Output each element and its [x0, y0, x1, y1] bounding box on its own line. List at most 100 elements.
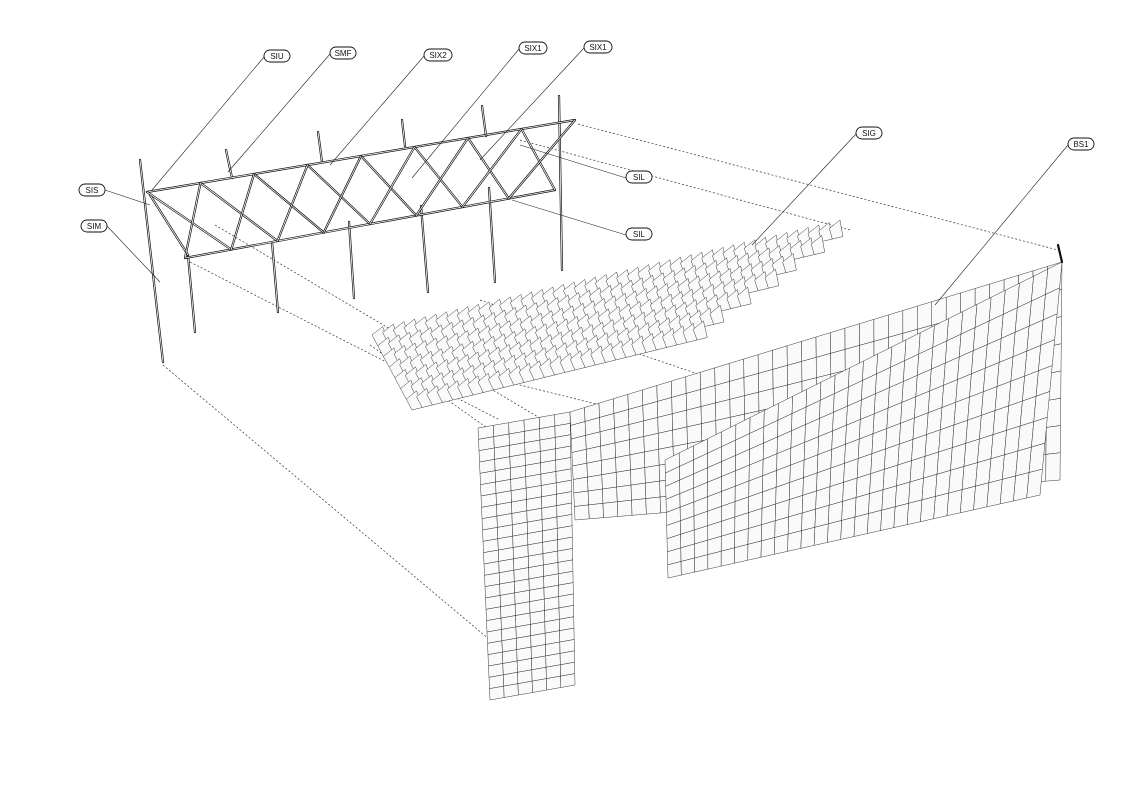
wall-cell [800, 526, 816, 549]
wall-cell [734, 544, 749, 564]
wall-cell [631, 498, 647, 516]
wall-cell [893, 503, 909, 528]
wall-cell [880, 506, 896, 531]
wall-cell [841, 497, 857, 521]
wall-cell [1026, 468, 1043, 499]
tag-smf-label: SMF [335, 49, 352, 58]
wall-cell [963, 438, 980, 467]
wall-cell [787, 361, 803, 386]
wall-cell [572, 476, 589, 494]
guide-line-4 [577, 123, 1059, 251]
wall-cell [707, 550, 722, 570]
wall-cell [815, 332, 831, 358]
wall-cell [602, 486, 618, 504]
leader-line-4 [479, 47, 585, 161]
wall-cell [686, 423, 703, 444]
wall-cell [935, 470, 951, 497]
wall-cell [601, 472, 617, 490]
wall-cell [602, 501, 619, 518]
wall-cell [747, 540, 762, 561]
tag-bs1-label: BS1 [1073, 140, 1089, 149]
wall-cell [729, 395, 745, 418]
wall-cell [828, 501, 843, 525]
wall-cell [600, 442, 616, 461]
wall-cell [658, 429, 674, 450]
wall-cell [888, 310, 904, 338]
wall-cell [560, 673, 576, 688]
wall-cell [720, 547, 735, 567]
frame-post-5 [347, 220, 356, 300]
grid-cell [709, 304, 725, 325]
wall-cell [801, 336, 817, 362]
wall-cell [744, 391, 760, 415]
wall-cell [986, 479, 1003, 508]
tag-sim: SIM [80, 219, 108, 233]
wall-cell [645, 496, 661, 515]
wall-cell [867, 509, 883, 534]
wall-cell [615, 469, 632, 488]
wall-cell [920, 496, 936, 522]
wall-cell [961, 462, 978, 490]
wall-cell [615, 454, 631, 473]
wall-cell [917, 301, 932, 330]
leader-line-9 [104, 189, 151, 206]
wall-cell [644, 448, 660, 468]
wall-cell [787, 530, 802, 552]
wall-cell [973, 482, 990, 511]
wall-cell [729, 377, 745, 400]
wall-cell [700, 402, 717, 424]
wall-cell [686, 406, 702, 428]
wall-cell [868, 489, 884, 514]
frame-diagonal-b-7 [461, 127, 523, 209]
frame-diagonal-b-6 [415, 136, 470, 217]
component-tags: SIU SMF SIX2 SIX1 SIX1 SIG BS1 SIL [78, 40, 1095, 241]
wall-cell [531, 678, 547, 693]
wall-cell [990, 430, 1007, 460]
tag-sil-2: SIL [625, 227, 653, 241]
grid-cell [782, 253, 797, 273]
frame-post-9 [487, 186, 497, 284]
frame-post-10 [557, 94, 564, 272]
leader-line-6 [511, 199, 627, 236]
wall-cell [854, 493, 870, 518]
leader-line-2 [329, 55, 425, 166]
wall-cell [503, 683, 519, 698]
frame-diagonal-a-2 [252, 172, 325, 234]
tag-sig-label: SIG [862, 129, 876, 138]
wall-cell [715, 399, 731, 421]
wall-cell [946, 489, 963, 517]
wall-cell [517, 680, 533, 696]
leader-line-10 [106, 225, 161, 283]
wall-cell [774, 533, 789, 555]
frame-post-4 [316, 130, 324, 164]
leader-line-1 [227, 53, 331, 173]
wall-cell [1045, 425, 1061, 455]
tag-sil-1-label: SIL [633, 173, 646, 182]
frame-post-1 [186, 253, 197, 334]
tag-six1-a-label: SIX1 [524, 44, 542, 53]
wall-cell [960, 485, 976, 514]
frame-diagonal-a-5 [413, 145, 464, 209]
tag-six2: SIX2 [423, 48, 453, 62]
wall-cell [645, 480, 661, 499]
tag-sil-2-label: SIL [633, 230, 646, 239]
frame-end-brace [148, 193, 190, 257]
wall-cell [906, 499, 923, 525]
wall-end-cap [1056, 243, 1064, 264]
wall-cell [643, 433, 659, 453]
frame-diagonal-a-1 [199, 181, 279, 243]
wall-cell [772, 365, 788, 389]
frame-diagonal-b-1 [183, 181, 202, 260]
wall-cell [977, 434, 994, 463]
wall-cell [601, 457, 617, 475]
tag-six1-a: SIX1 [518, 41, 548, 55]
wall-cell [614, 439, 631, 458]
wall-cell [894, 481, 911, 508]
wall-cell [630, 467, 646, 486]
tag-six1-b-label: SIX1 [589, 43, 607, 52]
leader-line-7 [751, 133, 857, 246]
wall-cell [830, 349, 846, 375]
guide-line-2 [214, 224, 561, 431]
wall-cell [881, 485, 897, 511]
